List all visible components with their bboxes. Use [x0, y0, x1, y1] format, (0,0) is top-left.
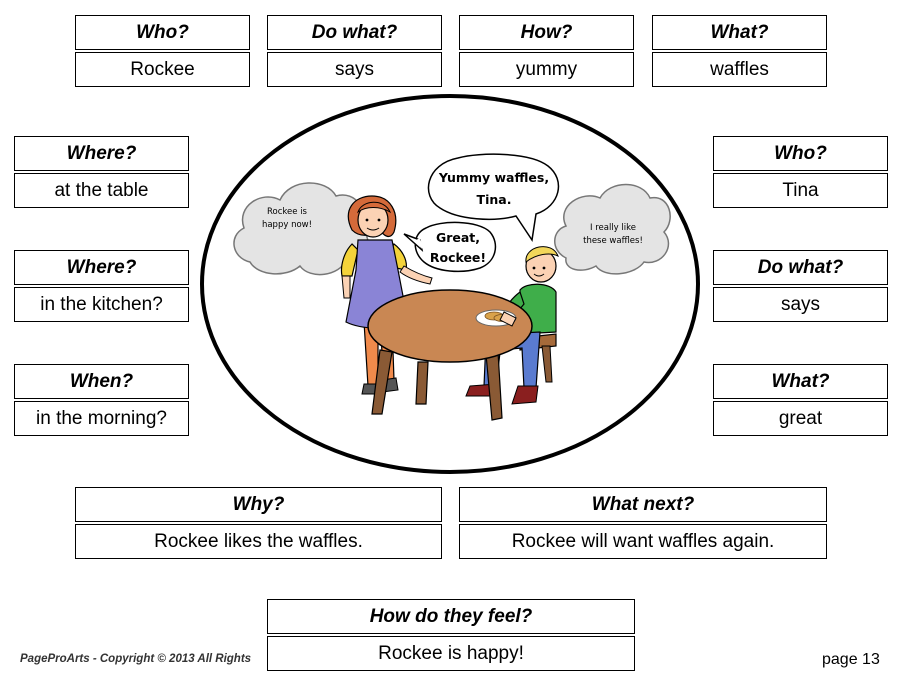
left-when-answer: in the morning? — [14, 401, 189, 436]
left-when-question: When? — [14, 364, 189, 399]
why-answer: Rockee likes the waffles. — [75, 524, 442, 559]
what-next-question: What next? — [459, 487, 827, 522]
top-what-answer: waffles — [652, 52, 827, 87]
thought-left-line2: happy now! — [262, 220, 312, 230]
speech-middle-line1: Great, — [436, 230, 480, 245]
top-do-what-question: Do what? — [267, 15, 442, 50]
speech-middle-line2: Rockee! — [430, 250, 486, 265]
right-what-answer: great — [713, 401, 888, 436]
speech-bubble-top: Yummy waffles, Tina. — [427, 153, 560, 243]
right-who-answer: Tina — [713, 173, 888, 208]
top-who-answer: Rockee — [75, 52, 250, 87]
top-do-what-answer: says — [267, 52, 442, 87]
thought-right-line1: I really like — [590, 223, 636, 233]
page-number: page 13 — [822, 651, 880, 668]
right-who-question: Who? — [713, 136, 888, 171]
thought-left-line1: Rockee is — [267, 207, 308, 217]
thought-right-line2: these waffles! — [583, 236, 643, 246]
left-where-question-1: Where? — [14, 136, 189, 171]
speech-top-line2: Tina. — [477, 192, 512, 207]
scene-oval — [200, 94, 700, 474]
what-next-answer: Rockee will want waffles again. — [459, 524, 827, 559]
top-how-answer: yummy — [459, 52, 634, 87]
boy-figure — [465, 246, 559, 405]
feel-question: How do they feel? — [267, 599, 635, 634]
feel-answer: Rockee is happy! — [267, 636, 635, 671]
top-how-question: How? — [459, 15, 634, 50]
left-where-question-2: Where? — [14, 250, 189, 285]
top-who-question: Who? — [75, 15, 250, 50]
thought-cloud-right: I really like these waffles! — [554, 183, 671, 275]
speech-top-line1: Yummy waffles, — [438, 170, 549, 185]
left-where-answer-2: in the kitchen? — [14, 287, 189, 322]
right-do-what-answer: says — [713, 287, 888, 322]
copyright-text: PageProArts - Copyright © 2013 All Right… — [20, 653, 252, 665]
why-question: Why? — [75, 487, 442, 522]
right-what-question: What? — [713, 364, 888, 399]
left-where-answer-1: at the table — [14, 173, 189, 208]
speech-bubble-middle: Great, Rockee! — [403, 221, 497, 273]
top-what-question: What? — [652, 15, 827, 50]
right-do-what-question: Do what? — [713, 250, 888, 285]
table — [367, 289, 533, 421]
